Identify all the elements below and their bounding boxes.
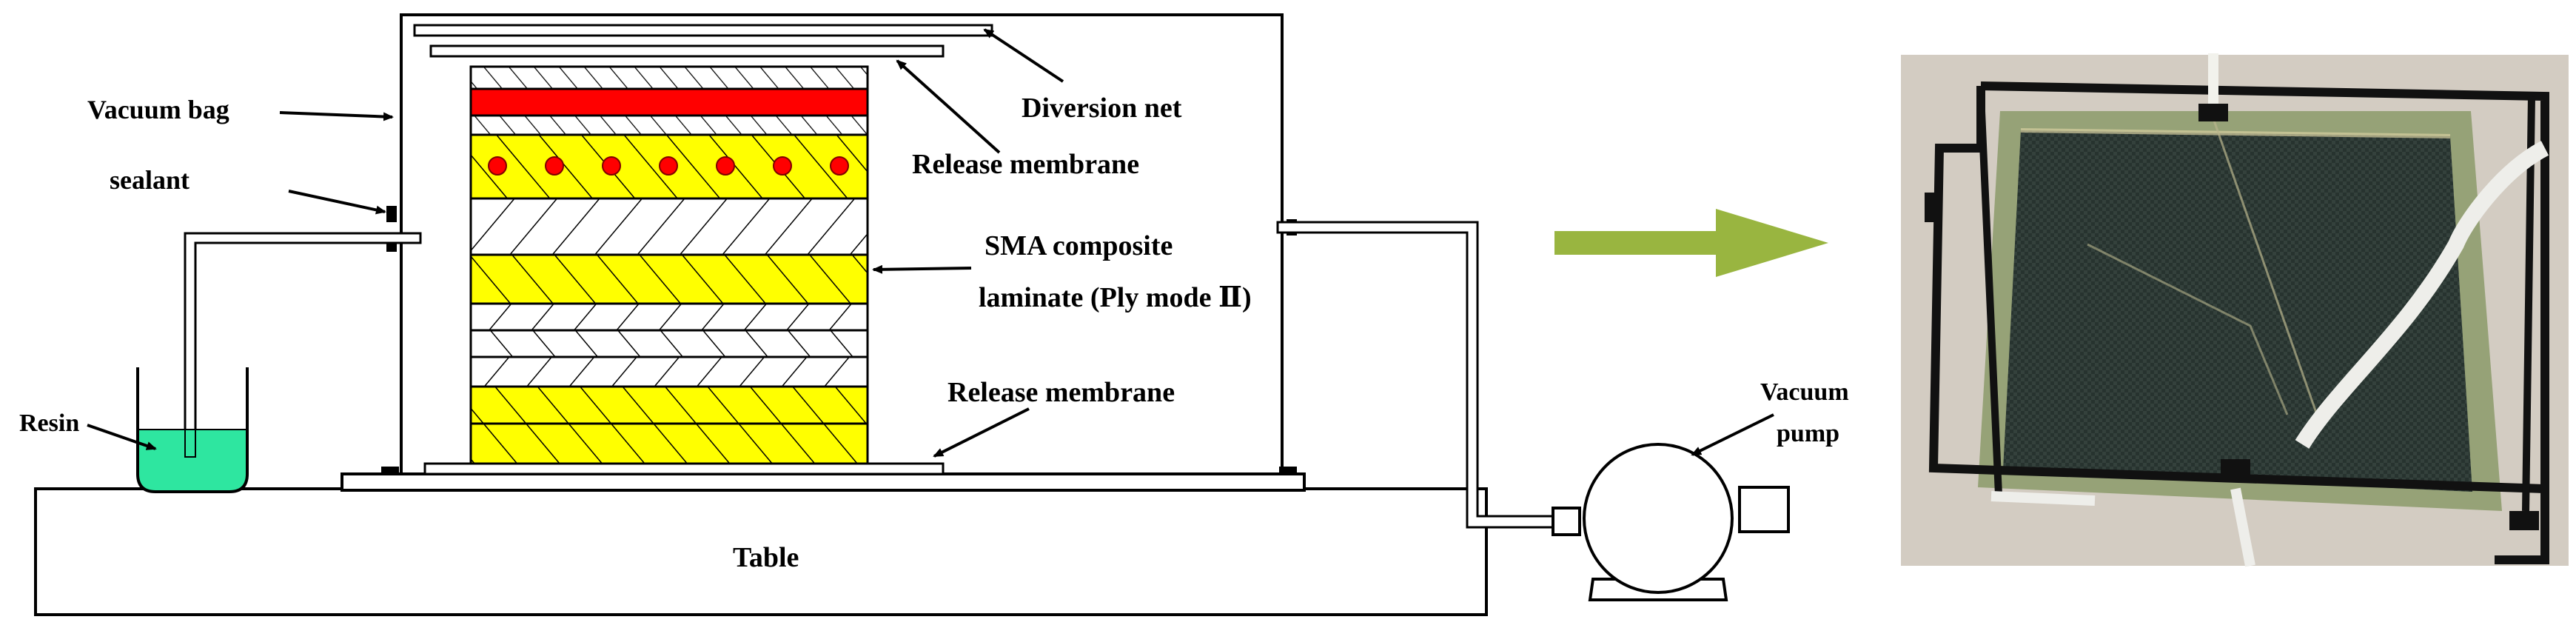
sma-label-line-1: SMA composite	[985, 230, 1173, 261]
vacuum-pump	[1552, 443, 1790, 601]
sma-wires	[488, 156, 849, 176]
resin-label: Resin	[19, 410, 79, 437]
vacuum-bag-photo	[1901, 53, 2569, 567]
release-membrane-bottom-pointer	[933, 407, 1030, 458]
diversion-net-label: Diversion net	[1022, 93, 1182, 124]
vacuum-pump-pointer	[1691, 413, 1774, 456]
vacuum-pump-label-1: Vacuum	[1760, 378, 1849, 406]
release-membrane-top-pointer	[896, 59, 1001, 154]
release-membrane-top	[429, 44, 945, 58]
sealant-label: sealant	[110, 165, 189, 195]
mold-plate	[341, 472, 1306, 492]
diversion-net	[413, 24, 993, 37]
table-label: Table	[733, 542, 799, 573]
release-membrane-bottom-label: Release membrane	[947, 377, 1175, 408]
resin-pointer	[87, 424, 157, 450]
release-membrane-bottom	[423, 462, 945, 475]
right-arrow-icon	[1554, 209, 1828, 277]
sma-composite-laminate	[469, 65, 869, 465]
vacuum-bag-pointer	[279, 111, 394, 121]
vacuum-bag-label: Vacuum bag	[87, 95, 229, 124]
table: Table	[34, 487, 1488, 616]
sealant-pointer	[288, 190, 386, 215]
resin-inlet-pipe	[184, 232, 422, 458]
sma-pointer	[872, 264, 972, 274]
resin-container	[136, 367, 249, 493]
vacuum-outlet-pipe	[1276, 221, 1562, 529]
vacuum-pump-label-2: pump	[1777, 420, 1839, 447]
diversion-net-pointer	[983, 28, 1064, 83]
sma-label-line-2: laminate (Ply mode Ⅱ)	[979, 282, 1252, 313]
release-membrane-top-label: Release membrane	[912, 149, 1139, 180]
